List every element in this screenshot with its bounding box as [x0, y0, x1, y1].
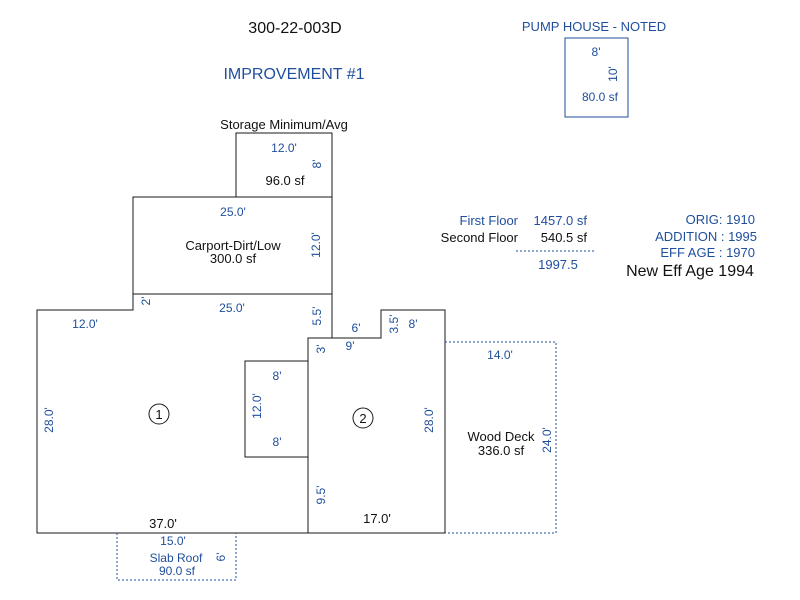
eff-age: EFF AGE : 1970 [660, 245, 755, 260]
dim-3: 3' [314, 345, 328, 354]
dim-25: 25.0' [219, 301, 245, 315]
parcel-id: 300-22-003D [248, 20, 341, 37]
dim-9-5: 9.5' [314, 486, 328, 505]
dim-6: 6' [352, 321, 361, 335]
pump-house-title: PUMP HOUSE - NOTED [522, 19, 666, 34]
second-floor-value: 540.5 sf [541, 230, 588, 245]
first-floor-label: First Floor [460, 213, 519, 228]
carport-area: 300.0 sf [210, 251, 257, 266]
slab-roof-name: Slab Roof [150, 551, 203, 565]
improvement-title: IMPROVEMENT #1 [223, 66, 364, 83]
dim-8-top: 8' [409, 317, 418, 331]
pump-house-area: 80.0 sf [582, 90, 619, 104]
dim-5-5: 5.5' [310, 307, 324, 326]
storage-area: 96.0 sf [265, 173, 304, 188]
pump-house-width: 8' [592, 45, 601, 59]
wood-deck-area: 336.0 sf [478, 443, 525, 458]
carport-depth: 12.0' [309, 232, 323, 258]
storage-depth: 8' [310, 160, 324, 169]
slab-roof-depth: 6' [214, 553, 228, 562]
orig-year: ORIG: 1910 [686, 212, 755, 227]
second-floor-label: Second Floor [441, 230, 519, 245]
dim-8-b: 8' [273, 435, 282, 449]
dim-28-left: 28.0' [42, 407, 56, 433]
unit-1-label: 1 [155, 407, 162, 422]
dim-12-mid: 12.0' [250, 393, 264, 419]
total-area: 1997.5 [538, 257, 578, 272]
dim-28-right: 28.0' [422, 407, 436, 433]
house-section-2-outline [244, 309, 446, 534]
unit-2-label: 2 [359, 411, 366, 426]
slab-roof-area: 90.0 sf [159, 564, 196, 578]
dim-8-a: 8' [273, 369, 282, 383]
first-floor-value: 1457.0 sf [534, 213, 588, 228]
dim-3-5: 3.5' [387, 315, 401, 334]
storage-width: 12.0' [271, 141, 297, 155]
carport-name: Carport-Dirt/Low [185, 238, 281, 253]
dim-17: 17.0' [363, 511, 391, 526]
unit-1-marker [148, 403, 170, 425]
dim-37: 37.0' [149, 516, 177, 531]
pump-house-depth: 10' [606, 66, 620, 82]
storage-title: Storage Minimum/Avg [220, 117, 348, 132]
dim-12-top: 12.0' [72, 317, 98, 331]
wood-deck-depth: 24.0' [540, 427, 554, 453]
dim-9: 9' [346, 339, 355, 353]
new-eff-age: New Eff Age 1994 [626, 263, 754, 280]
unit-2-marker [352, 407, 374, 429]
dim-2: 2' [139, 297, 153, 306]
addition-year: ADDITION : 1995 [655, 229, 757, 244]
pump-house-outline [564, 37, 629, 118]
slab-roof-width: 15.0' [160, 534, 186, 548]
wood-deck-width: 14.0' [487, 348, 513, 362]
wood-deck-outline [445, 341, 557, 534]
carport-width: 25.0' [220, 205, 246, 219]
slab-roof-outline [116, 533, 237, 581]
wood-deck-name: Wood Deck [468, 429, 535, 444]
